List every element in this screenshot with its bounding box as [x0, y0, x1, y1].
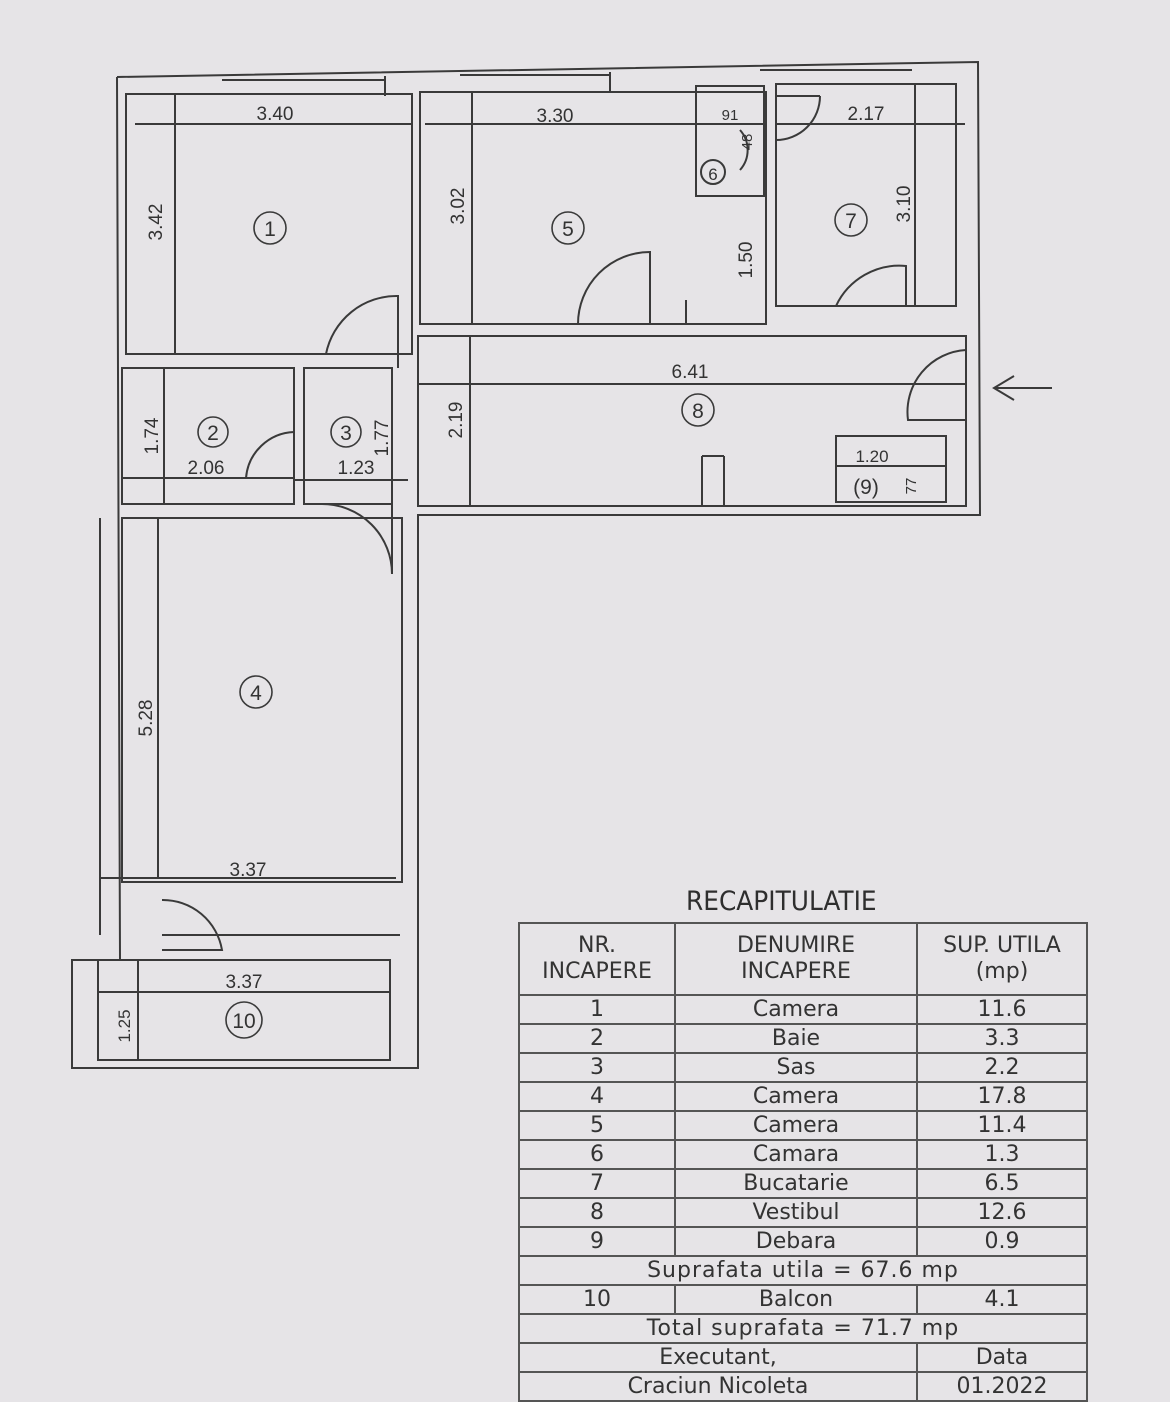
room-number-10: 10 — [232, 1010, 255, 1033]
dim-r7-width: 2.17 — [848, 104, 885, 125]
total-area-row: Total suprafata = 71.7 mp — [518, 1313, 1088, 1344]
executant-row: Executant,Data — [518, 1342, 1088, 1373]
room-10-outline — [97, 959, 391, 1061]
dim-r4-height: 5.28 — [136, 700, 157, 737]
recap-table: NR. INCAPERE DENUMIRE INCAPERE SUP. UTIL… — [518, 922, 1088, 1402]
room-3-outline — [303, 367, 393, 505]
dim-r1-height: 3.42 — [146, 204, 167, 241]
door-arc-7 — [835, 264, 907, 307]
room-number-4: 4 — [250, 682, 262, 705]
dim-r3-height: 1.77 — [372, 420, 393, 457]
useful-area-row: Suprafata utila = 67.6 mp — [518, 1255, 1088, 1286]
dim-r3-width: 1.23 — [338, 458, 375, 479]
outer-wall — [71, 60, 982, 1069]
recap-title: RECAPITULATIE — [686, 886, 877, 917]
door-arc-2 — [245, 431, 295, 479]
room-number-9: (9) — [853, 476, 879, 499]
dim-r9-width: 1.20 — [855, 447, 888, 466]
room-9-outline — [835, 435, 947, 503]
door-arc-10 — [161, 898, 224, 951]
dim-r10-height: 1.25 — [115, 1009, 134, 1042]
dim-r4-width: 3.37 — [230, 860, 267, 881]
header-area: SUP. UTILA (mp) — [916, 922, 1088, 996]
room-number-3: 3 — [340, 422, 352, 445]
room-5-outline — [419, 91, 767, 325]
door-arc-3 — [321, 503, 393, 575]
room-number-6: 6 — [708, 165, 717, 184]
room-7-outline — [775, 83, 957, 307]
room-2-outline — [121, 367, 295, 505]
dim-r5-b: 1.50 — [736, 242, 757, 279]
room-6-outline — [695, 85, 765, 197]
dim-r7-height: 3.10 — [894, 186, 915, 223]
dim-r2-width: 2.06 — [188, 458, 225, 479]
dim-r5-height: 3.02 — [448, 188, 469, 225]
room-number-5: 5 — [562, 218, 574, 241]
dim-r8-height: 2.19 — [446, 402, 467, 439]
dim-r5-width: 3.30 — [537, 106, 574, 127]
room-number-2: 2 — [207, 422, 219, 445]
dim-r2-height: 1.74 — [142, 417, 163, 454]
room-number-8: 8 — [692, 400, 704, 423]
dim-r6-a: 91 — [722, 107, 739, 124]
dim-r8-width: 6.41 — [672, 362, 709, 383]
room-4-outline — [121, 517, 403, 883]
door-arc-5 — [577, 250, 651, 325]
door-arc-entry — [906, 349, 967, 421]
dim-r1-width: 3.40 — [257, 104, 294, 125]
header-name: DENUMIRE INCAPERE — [674, 922, 918, 996]
dim-r6-b: 48 — [739, 134, 756, 151]
room-number-1: 1 — [264, 218, 276, 241]
dim-r10-width: 3.37 — [226, 972, 263, 993]
room-1-outline — [125, 93, 413, 355]
recap-header-row: NR. INCAPERE DENUMIRE INCAPERE SUP. UTIL… — [518, 922, 1088, 996]
room-number-7: 7 — [845, 210, 857, 233]
header-nr: NR. INCAPERE — [518, 922, 676, 996]
dim-r9-height: 77 — [903, 478, 920, 495]
door-arc-1 — [325, 294, 399, 368]
entry-arrow-icon — [992, 375, 1052, 401]
